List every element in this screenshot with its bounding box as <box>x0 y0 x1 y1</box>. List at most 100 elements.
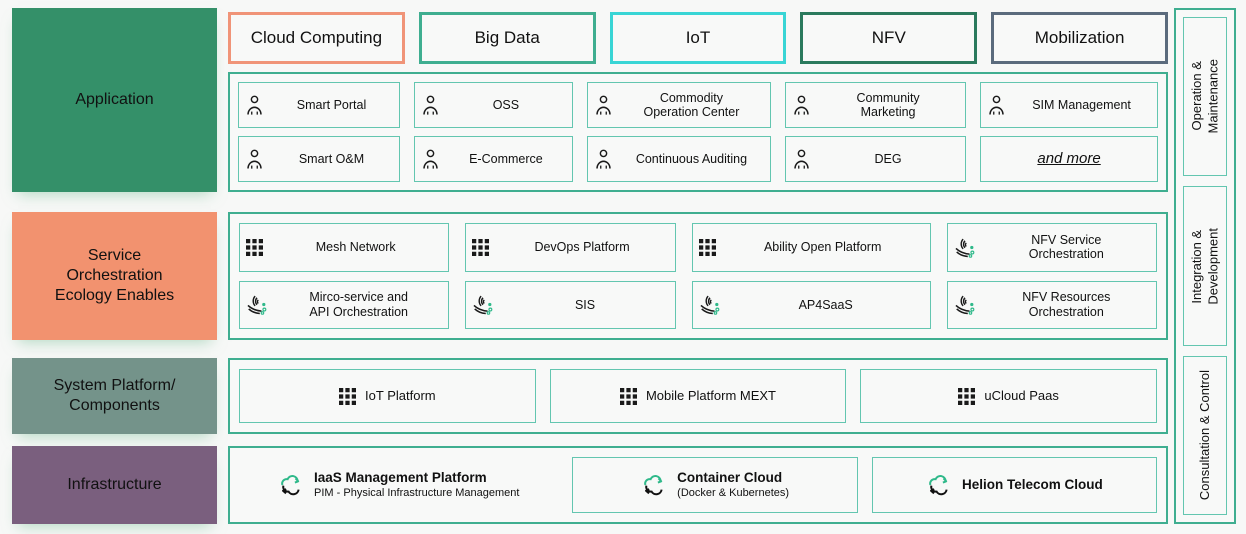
service-item-label: AP4SaaS <box>798 297 853 312</box>
application-item-label: DEG <box>874 151 902 166</box>
application-item[interactable]: SIM Management <box>980 82 1158 128</box>
cloud-refresh-icon <box>281 475 300 496</box>
lifecycle-sidebar-item[interactable]: Operation & Maintenance <box>1183 17 1227 177</box>
tab-iot-label: IoT <box>685 28 711 47</box>
tab-nfv[interactable]: NFV <box>800 12 978 64</box>
infrastructure-item-subtitle: PIM - Physical Infrastructure Management <box>314 486 520 499</box>
layer-label-service-text: Service Orchestration Ecology Enables <box>54 247 175 304</box>
lifecycle-sidebar-item[interactable]: Consultation & Control <box>1183 355 1227 515</box>
lifecycle-sidebar-item-label: Consultation & Control <box>1196 370 1212 501</box>
system-items-grid: IoT Platform Mobile Platform MEXT uCloud P… <box>239 369 1157 423</box>
cloud-refresh-icon <box>644 475 663 496</box>
swoosh-icon <box>955 238 975 258</box>
grid-dots-icon <box>339 387 357 405</box>
application-item-label: and more <box>1037 150 1101 168</box>
service-item[interactable]: AP4SaaS <box>691 280 931 329</box>
grid-dots-icon <box>698 238 716 256</box>
system-item[interactable]: IoT Platform <box>239 369 536 423</box>
swoosh-icon <box>473 295 493 316</box>
application-item-label: Continuous Auditing <box>635 151 748 166</box>
grid-dots-icon <box>619 387 637 405</box>
service-item[interactable]: Mesh Network <box>239 223 450 272</box>
person-icon <box>247 95 262 115</box>
swoosh-icon <box>247 295 267 316</box>
category-tabs: Cloud Computing Big Data IoT NFV Mobiliz… <box>228 12 1168 64</box>
service-item[interactable]: DevOps Platform <box>465 223 676 272</box>
service-item[interactable]: Ability Open Platform <box>691 223 931 272</box>
swoosh-icon <box>955 295 975 316</box>
application-item[interactable]: DEG <box>785 136 967 182</box>
infrastructure-item-subtitle: (Docker & Kubernetes) <box>677 486 790 499</box>
system-item[interactable]: uCloud Paas <box>860 369 1157 423</box>
application-item-label: Smart Portal <box>296 97 367 112</box>
grid-dots-icon <box>958 387 976 405</box>
tab-big-data[interactable]: Big Data <box>418 12 596 64</box>
layer-label-infrastructure-text: Infrastructure <box>67 476 162 493</box>
application-item-label: OSS <box>492 97 520 112</box>
system-item-label: IoT Platform <box>365 387 436 403</box>
application-item-label: E-Commerce <box>469 151 543 166</box>
layer-label-service: Service Orchestration Ecology Enables <box>12 212 217 340</box>
person-icon <box>596 149 611 169</box>
infrastructure-item[interactable]: Container Cloud(Docker & Kubernetes) <box>572 457 858 513</box>
layer-label-application-text: Application <box>75 91 154 108</box>
infrastructure-item-title: IaaS Management Platform <box>314 469 487 485</box>
person-icon <box>794 149 809 169</box>
lifecycle-sidebar-item-label: Operation & Maintenance <box>1188 59 1220 134</box>
layer-label-system-text: System Platform/ Components <box>53 377 176 414</box>
layer-label-infrastructure: Infrastructure <box>12 446 217 524</box>
cloud-refresh-icon <box>929 475 948 496</box>
application-item[interactable]: Smart Portal <box>238 82 400 128</box>
infrastructure-item[interactable]: Helion Telecom Cloud <box>871 457 1157 513</box>
person-icon <box>247 149 262 169</box>
system-item-label: uCloud Paas <box>984 387 1059 403</box>
service-items-grid: Mesh Network DevOps Platform Ability Open … <box>239 223 1157 329</box>
tab-big-data-label: Big Data <box>474 28 540 47</box>
layer-label-system: System Platform/ Components <box>12 358 217 434</box>
grid-dots-icon <box>246 238 263 256</box>
swoosh-icon <box>700 295 720 316</box>
system-item-label: Mobile Platform MEXT <box>645 387 777 403</box>
person-icon <box>423 95 438 115</box>
person-icon <box>423 149 438 169</box>
lifecycle-sidebar-item[interactable]: Integration & Development <box>1183 186 1227 346</box>
person-icon <box>596 95 611 115</box>
service-item-label: Ability Open Platform <box>763 240 882 255</box>
infrastructure-item-title: Container Cloud <box>677 469 783 485</box>
infrastructure-item-title: Helion Telecom Cloud <box>961 476 1103 492</box>
application-item[interactable]: E-Commerce <box>414 136 573 182</box>
layer-label-application: Application <box>12 8 217 192</box>
person-icon <box>794 95 809 115</box>
application-item[interactable]: Continuous Auditing <box>586 136 772 182</box>
service-item-label: DevOps Platform <box>534 240 630 255</box>
grid-dots-icon <box>472 238 490 256</box>
system-platform-panel: IoT Platform Mobile Platform MEXT uCloud P… <box>228 358 1168 434</box>
application-item[interactable]: Smart O&M <box>238 136 400 182</box>
tab-cloud-computing-label: Cloud Computing <box>250 28 383 47</box>
tab-mobilization-label: Mobilization <box>1034 28 1125 47</box>
person-icon <box>989 95 1004 115</box>
tab-mobilization[interactable]: Mobilization <box>991 12 1168 64</box>
service-item[interactable]: SIS <box>465 280 676 329</box>
lifecycle-sidebar-item-label: Integration & Development <box>1188 227 1220 305</box>
system-item[interactable]: Mobile Platform MEXT <box>549 369 847 423</box>
application-item[interactable]: and more <box>980 136 1158 182</box>
tab-nfv-label: NFV <box>871 28 906 47</box>
tab-iot[interactable]: IoT <box>609 12 787 64</box>
application-item[interactable]: OSS <box>414 82 573 128</box>
tab-cloud-computing[interactable]: Cloud Computing <box>228 12 405 64</box>
